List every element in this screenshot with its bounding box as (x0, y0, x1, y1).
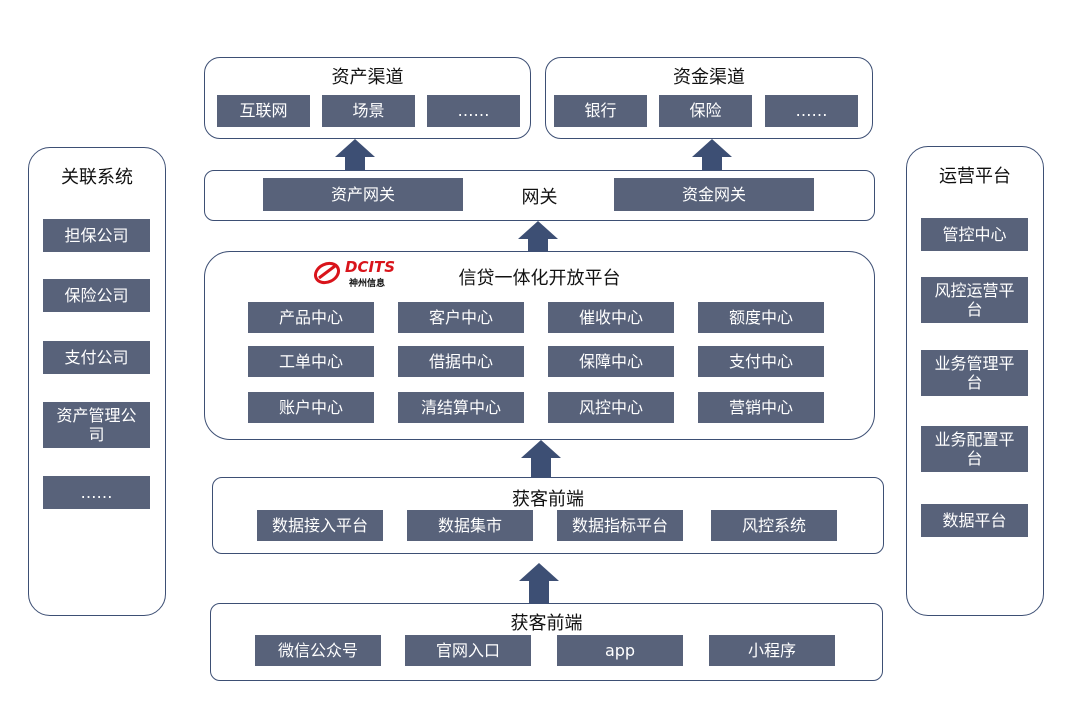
asset-gateway: 资产网关 (263, 178, 463, 211)
gateway-title: 网关 (521, 187, 558, 208)
quota-center: 额度中心 (698, 302, 824, 333)
product-center: 产品中心 (248, 302, 374, 333)
dcits-logo-sub: 神州信息 (349, 279, 386, 289)
dcits-logo-icon (313, 261, 341, 285)
business-config-platform: 业务配置平台 (921, 426, 1028, 472)
app-entry: app (557, 635, 683, 666)
arrow-up-icon (519, 563, 559, 605)
acquisition-front-mid-box: 获客前端 数据接入平台 数据集市 数据指标平台 风控系统 (212, 477, 884, 554)
collection-center: 催收中心 (548, 302, 674, 333)
asset-channel-box: 资产渠道 互联网 场景 …… (204, 57, 531, 139)
asset-channel-title: 资产渠道 (331, 67, 404, 88)
fund-gateway: 资金网关 (614, 178, 814, 211)
loan-note-center: 借据中心 (398, 346, 524, 377)
data-metrics-platform: 数据指标平台 (557, 510, 683, 541)
operation-platform-title: 运营平台 (939, 166, 1011, 187)
guarantee-company: 担保公司 (43, 219, 150, 252)
business-management-platform: 业务管理平台 (921, 350, 1028, 396)
data-mart: 数据集市 (407, 510, 533, 541)
acquisition-front-bottom-title: 获客前端 (510, 613, 583, 634)
related-more: …… (43, 476, 150, 509)
asset-channel-more: …… (427, 95, 520, 127)
marketing-center: 营销中心 (698, 392, 824, 423)
guarantee-center: 保障中心 (548, 346, 674, 377)
acquisition-front-mid-title: 获客前端 (512, 489, 584, 510)
acquisition-front-bottom-box: 获客前端 微信公众号 官网入口 app 小程序 (210, 603, 883, 681)
payment-company: 支付公司 (43, 341, 150, 374)
payment-center: 支付中心 (698, 346, 824, 377)
customer-center: 客户中心 (398, 302, 524, 333)
related-systems-box: 关联系统 担保公司 保险公司 支付公司 资产管理公司 …… (28, 147, 166, 616)
data-platform: 数据平台 (921, 504, 1028, 537)
insurance-company: 保险公司 (43, 279, 150, 312)
fund-channel-bank: 银行 (554, 95, 647, 127)
ticket-center: 工单中心 (248, 346, 374, 377)
fund-channel-title: 资金渠道 (673, 67, 745, 88)
fund-channel-more: …… (765, 95, 858, 127)
settlement-center: 清结算中心 (398, 392, 524, 423)
credit-platform-title: 信贷一体化开放平台 (458, 268, 621, 289)
control-center: 管控中心 (921, 218, 1028, 251)
account-center: 账户中心 (248, 392, 374, 423)
data-access-platform: 数据接入平台 (257, 510, 383, 541)
risk-operation-platform: 风控运营平台 (921, 277, 1028, 323)
asset-channel-scene: 场景 (322, 95, 415, 127)
gateway-box: 资产网关 网关 资金网关 (204, 170, 875, 221)
related-systems-title: 关联系统 (61, 167, 133, 188)
risk-control-center: 风控中心 (548, 392, 674, 423)
operation-platform-box: 运营平台 管控中心 风控运营平台 业务管理平台 业务配置平台 数据平台 (906, 146, 1044, 616)
arrow-up-icon (521, 440, 561, 482)
dcits-logo: DCITS 神州信息 (313, 258, 397, 289)
dcits-logo-text: DCITS (345, 258, 396, 276)
fund-channel-box: 资金渠道 银行 保险 …… (545, 57, 873, 139)
fund-channel-insurance: 保险 (659, 95, 752, 127)
asset-channel-internet: 互联网 (217, 95, 310, 127)
credit-platform-box: DCITS 神州信息 信贷一体化开放平台 产品中心 客户中心 催收中心 额度中心… (204, 251, 875, 440)
asset-management-company: 资产管理公司 (43, 402, 150, 448)
wechat-official-account: 微信公众号 (255, 635, 381, 666)
risk-control-system: 风控系统 (711, 510, 837, 541)
mini-program: 小程序 (709, 635, 835, 666)
official-website-entry: 官网入口 (405, 635, 531, 666)
